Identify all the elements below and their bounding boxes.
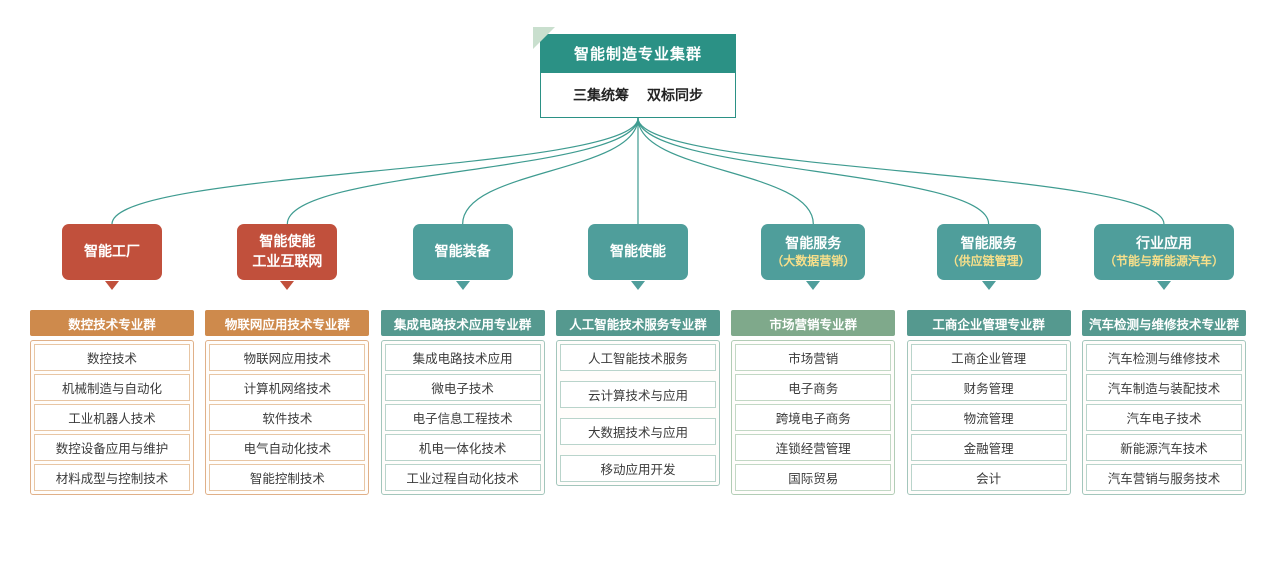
group-header: 汽车检测与维修技术专业群 [1081, 310, 1246, 336]
branch-label-line2: 工业互联网 [252, 253, 323, 269]
branch-label: 智能服务 [785, 234, 842, 251]
major-list: 人工智能技术服务 云计算技术与应用 大数据技术与应用 移动应用开发 [555, 340, 720, 486]
branch-column-7: 行业应用 （节能与新能源汽车） 汽车检测与维修技术专业群 汽车检测与维修技术 汽… [1081, 224, 1246, 495]
major-item: 机电一体化技术 [384, 434, 541, 461]
down-arrow-icon [806, 281, 821, 290]
branch-label-line2: （大数据营销） [771, 254, 856, 269]
branch-label-box-3: 智能装备 [412, 224, 513, 280]
major-item: 数控技术 [34, 344, 190, 371]
major-item: 工商企业管理 [910, 344, 1067, 371]
major-item: 国际贸易 [735, 464, 892, 491]
major-list: 汽车检测与维修技术 汽车制造与装配技术 汽车电子技术 新能源汽车技术 汽车营销与… [1081, 340, 1246, 495]
major-item: 汽车制造与装配技术 [1085, 374, 1242, 401]
down-arrow-icon [630, 281, 645, 290]
major-item: 智能控制技术 [209, 464, 366, 491]
down-arrow-icon [1156, 281, 1171, 290]
major-item: 材料成型与控制技术 [34, 464, 190, 491]
branch-column-4: 智能使能 人工智能技术服务专业群 人工智能技术服务 云计算技术与应用 大数据技术… [555, 224, 720, 495]
major-item: 工业过程自动化技术 [384, 464, 541, 491]
major-item: 云计算技术与应用 [559, 381, 716, 408]
major-item: 集成电路技术应用 [384, 344, 541, 371]
major-item: 工业机器人技术 [34, 404, 190, 431]
major-item: 计算机网络技术 [209, 374, 366, 401]
cluster-title-bar: 智能制造专业集群 [533, 27, 736, 72]
major-item: 移动应用开发 [559, 455, 716, 482]
major-item: 汽车营销与服务技术 [1085, 464, 1242, 491]
branch-column-5: 智能服务 （大数据营销） 市场营销专业群 市场营销 电子商务 跨境电子商务 连锁… [731, 224, 896, 495]
cluster-subtitle-box: 三集统筹 双标同步 [540, 72, 736, 118]
branch-label: 智能使能 [609, 243, 666, 260]
major-item: 软件技术 [209, 404, 366, 431]
major-item: 汽车检测与维修技术 [1085, 344, 1242, 371]
branches-row: 智能工厂 数控技术专业群 数控技术 机械制造与自动化 工业机器人技术 数控设备应… [0, 224, 1276, 495]
major-item: 会计 [910, 464, 1067, 491]
major-item: 电气自动化技术 [209, 434, 366, 461]
group-header: 人工智能技术服务专业群 [555, 310, 720, 336]
down-arrow-icon [105, 281, 119, 290]
major-item: 金融管理 [910, 434, 1067, 461]
major-item: 数控设备应用与维护 [34, 434, 190, 461]
branch-column-6: 智能服务 （供应链管理） 工商企业管理专业群 工商企业管理 财务管理 物流管理 … [906, 224, 1071, 495]
major-list: 集成电路技术应用 微电子技术 电子信息工程技术 机电一体化技术 工业过程自动化技… [380, 340, 545, 495]
major-item: 市场营销 [735, 344, 892, 371]
branch-label-box-2: 智能使能 工业互联网 [237, 224, 338, 280]
cluster-title: 智能制造专业集群 [573, 45, 702, 63]
branch-label: 智能服务 [960, 234, 1017, 251]
cluster-header-group: 智能制造专业集群 三集统筹 双标同步 [533, 27, 736, 118]
major-item: 新能源汽车技术 [1085, 434, 1242, 461]
major-item: 电子商务 [735, 374, 892, 401]
major-item: 大数据技术与应用 [559, 418, 716, 445]
down-arrow-icon [280, 281, 295, 290]
major-item: 机械制造与自动化 [34, 374, 190, 401]
branch-label-box-5: 智能服务 （大数据营销） [761, 224, 866, 280]
major-list: 工商企业管理 财务管理 物流管理 金融管理 会计 [906, 340, 1071, 495]
major-item: 电子信息工程技术 [384, 404, 541, 431]
major-item: 跨境电子商务 [735, 404, 892, 431]
branch-label-line2: （供应链管理） [946, 254, 1031, 269]
major-list: 市场营销 电子商务 跨境电子商务 连锁经营管理 国际贸易 [731, 340, 896, 495]
down-arrow-icon [455, 281, 470, 290]
branch-column-1: 智能工厂 数控技术专业群 数控技术 机械制造与自动化 工业机器人技术 数控设备应… [30, 224, 194, 495]
major-item: 物流管理 [910, 404, 1067, 431]
corner-fold-decoration [533, 27, 555, 49]
branch-label-box-1: 智能工厂 [62, 224, 162, 280]
major-item: 人工智能技术服务 [559, 344, 716, 371]
major-item: 微电子技术 [384, 374, 541, 401]
major-item: 汽车电子技术 [1085, 404, 1242, 431]
group-header: 市场营销专业群 [731, 310, 896, 336]
cluster-subtitle-left: 三集统筹 [573, 87, 629, 103]
group-header: 物联网应用技术专业群 [205, 310, 370, 336]
major-list: 数控技术 机械制造与自动化 工业机器人技术 数控设备应用与维护 材料成型与控制技… [30, 340, 194, 495]
major-item: 连锁经营管理 [735, 434, 892, 461]
branch-label-box-7: 行业应用 （节能与新能源汽车） [1093, 224, 1234, 280]
branch-label: 行业应用 [1135, 234, 1192, 251]
major-item: 财务管理 [910, 374, 1067, 401]
branch-label: 智能装备 [434, 243, 491, 260]
branch-column-2: 智能使能 工业互联网 物联网应用技术专业群 物联网应用技术 计算机网络技术 软件… [205, 224, 370, 495]
branch-label-line2: （节能与新能源汽车） [1103, 254, 1224, 269]
branch-label: 智能使能 [259, 233, 316, 250]
group-header: 数控技术专业群 [30, 310, 194, 336]
cluster-subtitle-right: 双标同步 [647, 87, 703, 103]
group-header: 集成电路技术应用专业群 [380, 310, 545, 336]
branch-column-3: 智能装备 集成电路技术应用专业群 集成电路技术应用 微电子技术 电子信息工程技术… [380, 224, 545, 495]
group-header: 工商企业管理专业群 [906, 310, 1071, 336]
major-item: 物联网应用技术 [209, 344, 366, 371]
down-arrow-icon [981, 281, 996, 290]
branch-label-box-4: 智能使能 [587, 224, 688, 280]
major-list: 物联网应用技术 计算机网络技术 软件技术 电气自动化技术 智能控制技术 [205, 340, 370, 495]
branch-label: 智能工厂 [84, 243, 140, 260]
branch-label-box-6: 智能服务 （供应链管理） [936, 224, 1041, 280]
